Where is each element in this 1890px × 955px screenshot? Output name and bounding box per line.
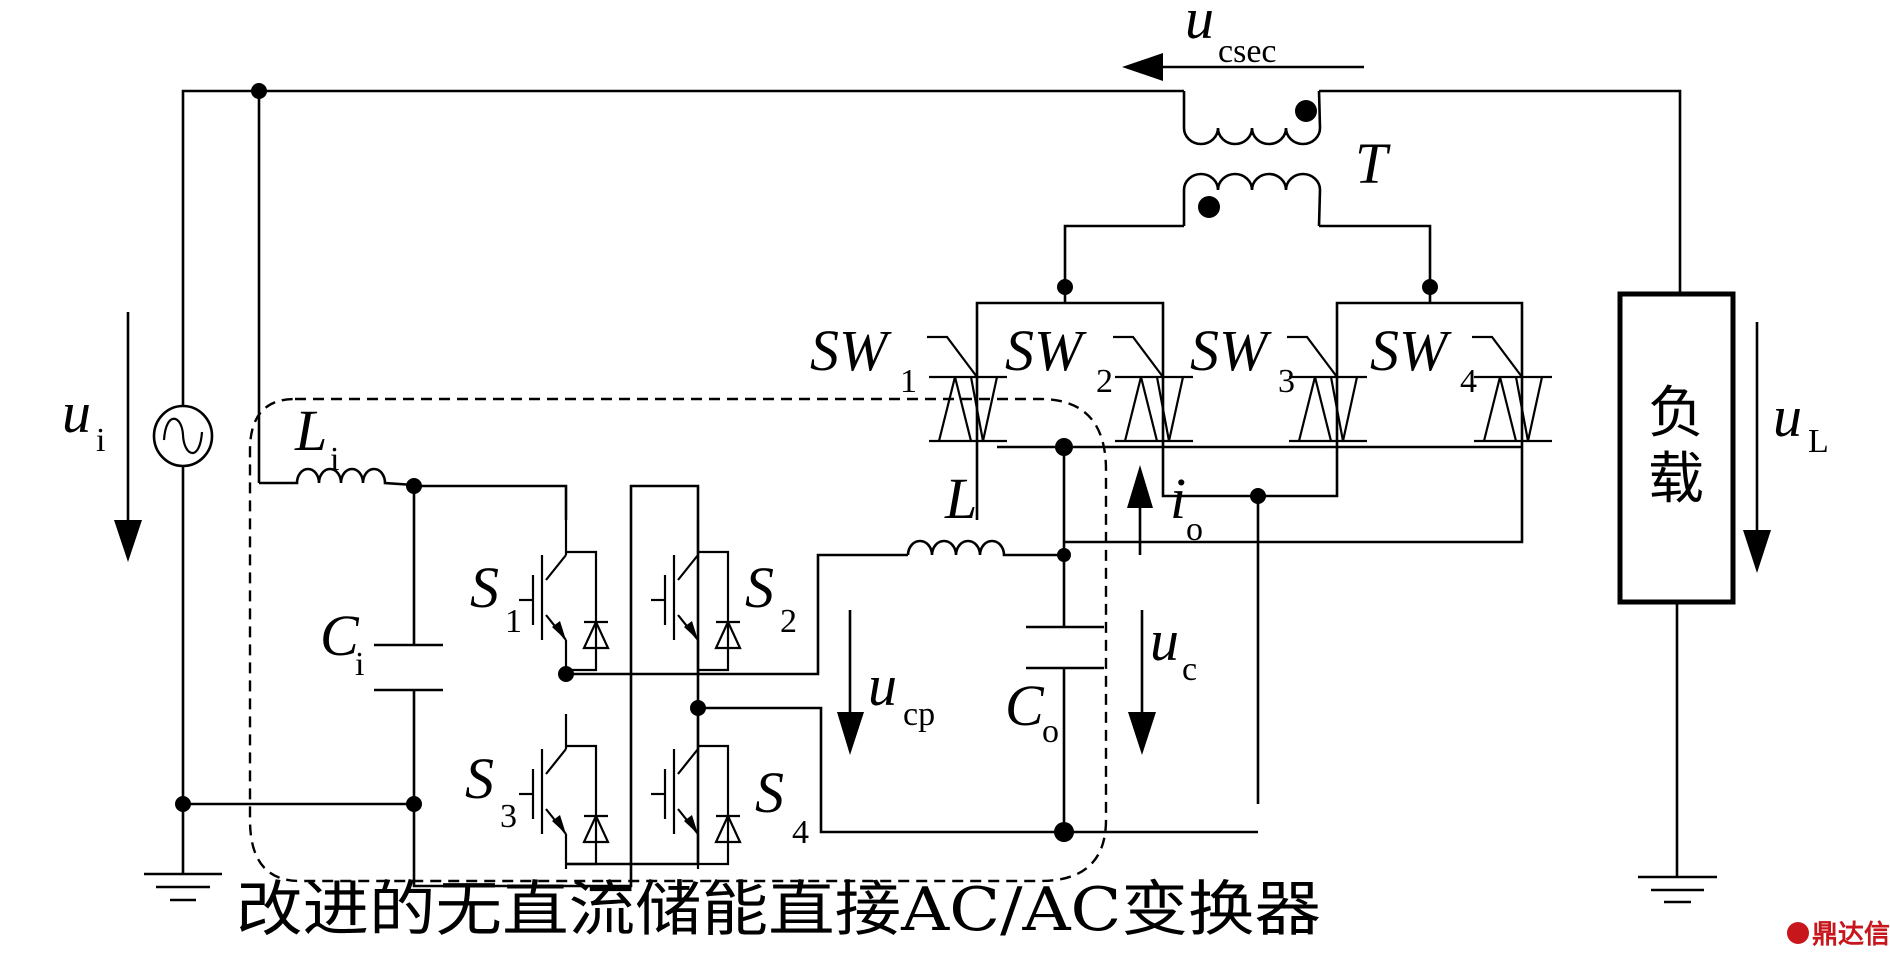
label-SW2: SW <box>1005 318 1087 383</box>
label-T: T <box>1355 131 1391 196</box>
u-l-arrow <box>1743 322 1771 573</box>
svg-text:3: 3 <box>1278 363 1295 400</box>
load-label-1: 负 <box>1648 381 1704 446</box>
svg-text:1: 1 <box>505 603 522 640</box>
watermark: 鼎达信 <box>1787 920 1890 950</box>
u-cp-arrow <box>837 610 864 755</box>
triac-sw2 <box>1111 335 1195 443</box>
label-u-i: u <box>62 380 91 445</box>
label-i-o: i <box>1170 466 1186 531</box>
svg-text:3: 3 <box>500 798 517 835</box>
label-u-L: u <box>1773 384 1802 449</box>
svg-text:c: c <box>1182 651 1197 688</box>
ground-right <box>1638 603 1717 904</box>
label-S1: S <box>470 555 499 620</box>
label-u-csec: u <box>1185 0 1214 51</box>
svg-text:4: 4 <box>792 814 809 851</box>
caption: 改进的无直流储能直接AC/AC变换器 <box>236 875 1321 945</box>
label-C-i: C <box>320 603 360 668</box>
svg-text:i: i <box>96 422 105 459</box>
transformer-T <box>1063 90 1432 303</box>
igbt-s2 <box>649 518 742 677</box>
label-u-c: u <box>1150 608 1179 673</box>
triac-sw1 <box>925 335 1009 443</box>
igbt-s1 <box>517 518 610 677</box>
ac-source <box>152 404 214 875</box>
label-S3: S <box>465 746 494 811</box>
top-wiring <box>181 83 1682 483</box>
i-o-arrow <box>1127 465 1153 555</box>
label-SW3: SW <box>1190 318 1272 383</box>
igbt-s4 <box>649 712 742 871</box>
label-S2: S <box>745 555 774 620</box>
label-L: L <box>944 466 977 531</box>
svg-text:cp: cp <box>903 696 935 733</box>
u-i-arrow <box>114 312 142 562</box>
label-SW1: SW <box>810 318 892 383</box>
igbt-s3 <box>517 712 610 871</box>
svg-text:L: L <box>1808 423 1829 460</box>
label-u-cp: u <box>868 653 897 718</box>
triac-sw3 <box>1285 335 1369 443</box>
bidirectional-switches <box>925 279 1554 804</box>
label-S4: S <box>755 760 784 825</box>
label-SW4: SW <box>1370 318 1452 383</box>
svg-text:1: 1 <box>900 363 917 400</box>
converter <box>183 438 1522 888</box>
svg-text:o: o <box>1186 511 1203 548</box>
label-C-o: C <box>1005 673 1045 738</box>
svg-text:i: i <box>355 646 364 683</box>
svg-text:2: 2 <box>1096 363 1113 400</box>
triac-sw4 <box>1470 335 1554 443</box>
converter-boundary <box>248 397 1108 883</box>
labels: u i L i C i S 1 S 2 S 3 S 4 L C o u cp u… <box>62 0 1829 945</box>
ground-left <box>144 872 222 902</box>
svg-text:2: 2 <box>780 603 797 640</box>
svg-text:鼎达信: 鼎达信 <box>1812 920 1890 950</box>
svg-text:csec: csec <box>1218 33 1277 70</box>
u-csec-arrow <box>1122 53 1364 81</box>
label-L-i: L <box>294 398 327 463</box>
load-box <box>1617 291 1736 605</box>
u-c-arrow <box>1128 610 1156 755</box>
svg-text:i: i <box>330 441 339 478</box>
svg-text:o: o <box>1042 713 1059 750</box>
load-label-2: 载 <box>1648 447 1704 512</box>
svg-text:4: 4 <box>1460 363 1477 400</box>
